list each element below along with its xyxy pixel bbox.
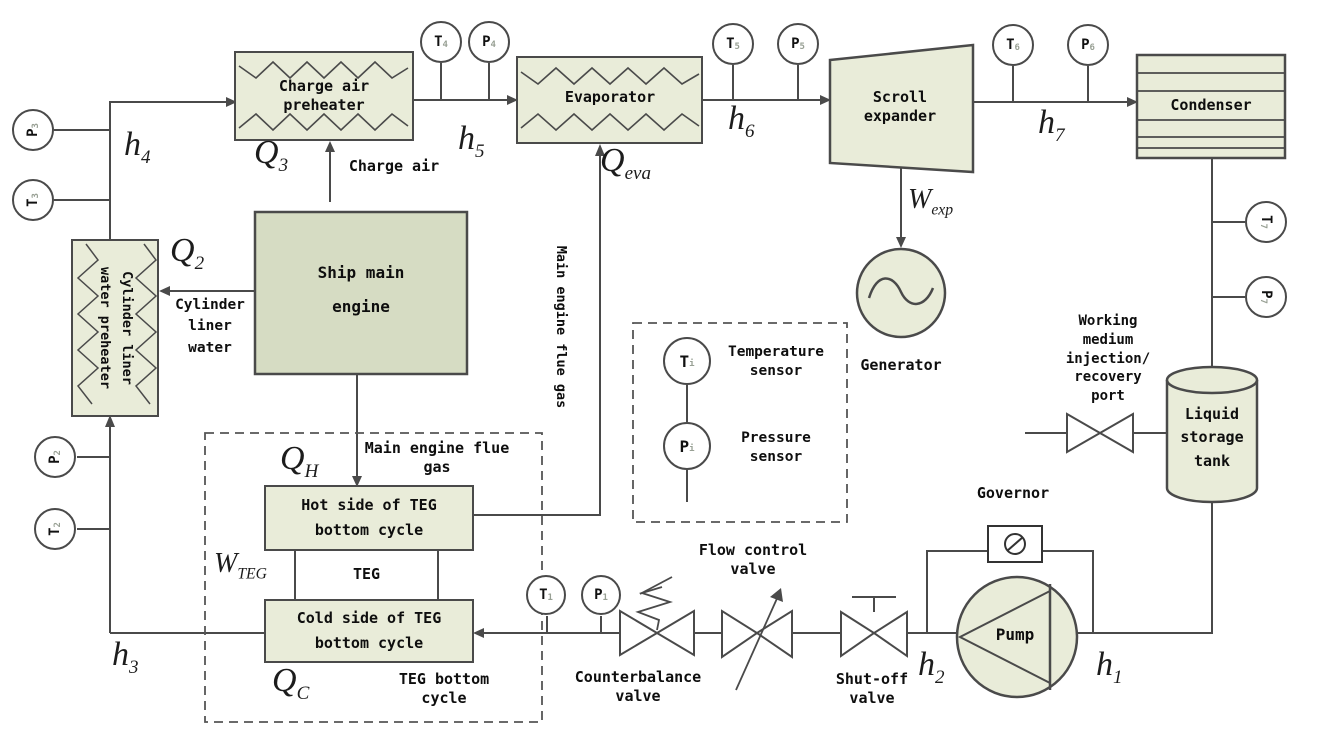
- hot-side-teg-symbol: [264, 485, 474, 551]
- shut-off-valve-symbol: [840, 596, 908, 658]
- scroll-expander-symbol: [828, 43, 975, 174]
- evaporator-symbol: [516, 56, 703, 144]
- charge-air-preheater-symbol: [234, 51, 414, 141]
- counterbalance-valve-symbol: [619, 576, 695, 657]
- ship-main-engine-symbol: [253, 210, 469, 376]
- injection-valve-symbol: [1066, 412, 1134, 454]
- condenser-symbol: [1135, 53, 1287, 160]
- generator-symbol: [855, 247, 947, 339]
- cold-side-teg-symbol: [264, 599, 474, 663]
- flow-control-valve-symbol: [721, 588, 793, 691]
- legend-boundary: [632, 322, 848, 523]
- flow-arrows: [105, 95, 1138, 638]
- governor-symbol: [987, 525, 1043, 563]
- pipes: [54, 63, 1245, 634]
- pump-symbol: [955, 575, 1079, 699]
- cylinder-preheater-symbol: [71, 239, 159, 417]
- teg-symbol: [294, 549, 439, 601]
- liquid-storage-tank-symbol: [1165, 365, 1259, 504]
